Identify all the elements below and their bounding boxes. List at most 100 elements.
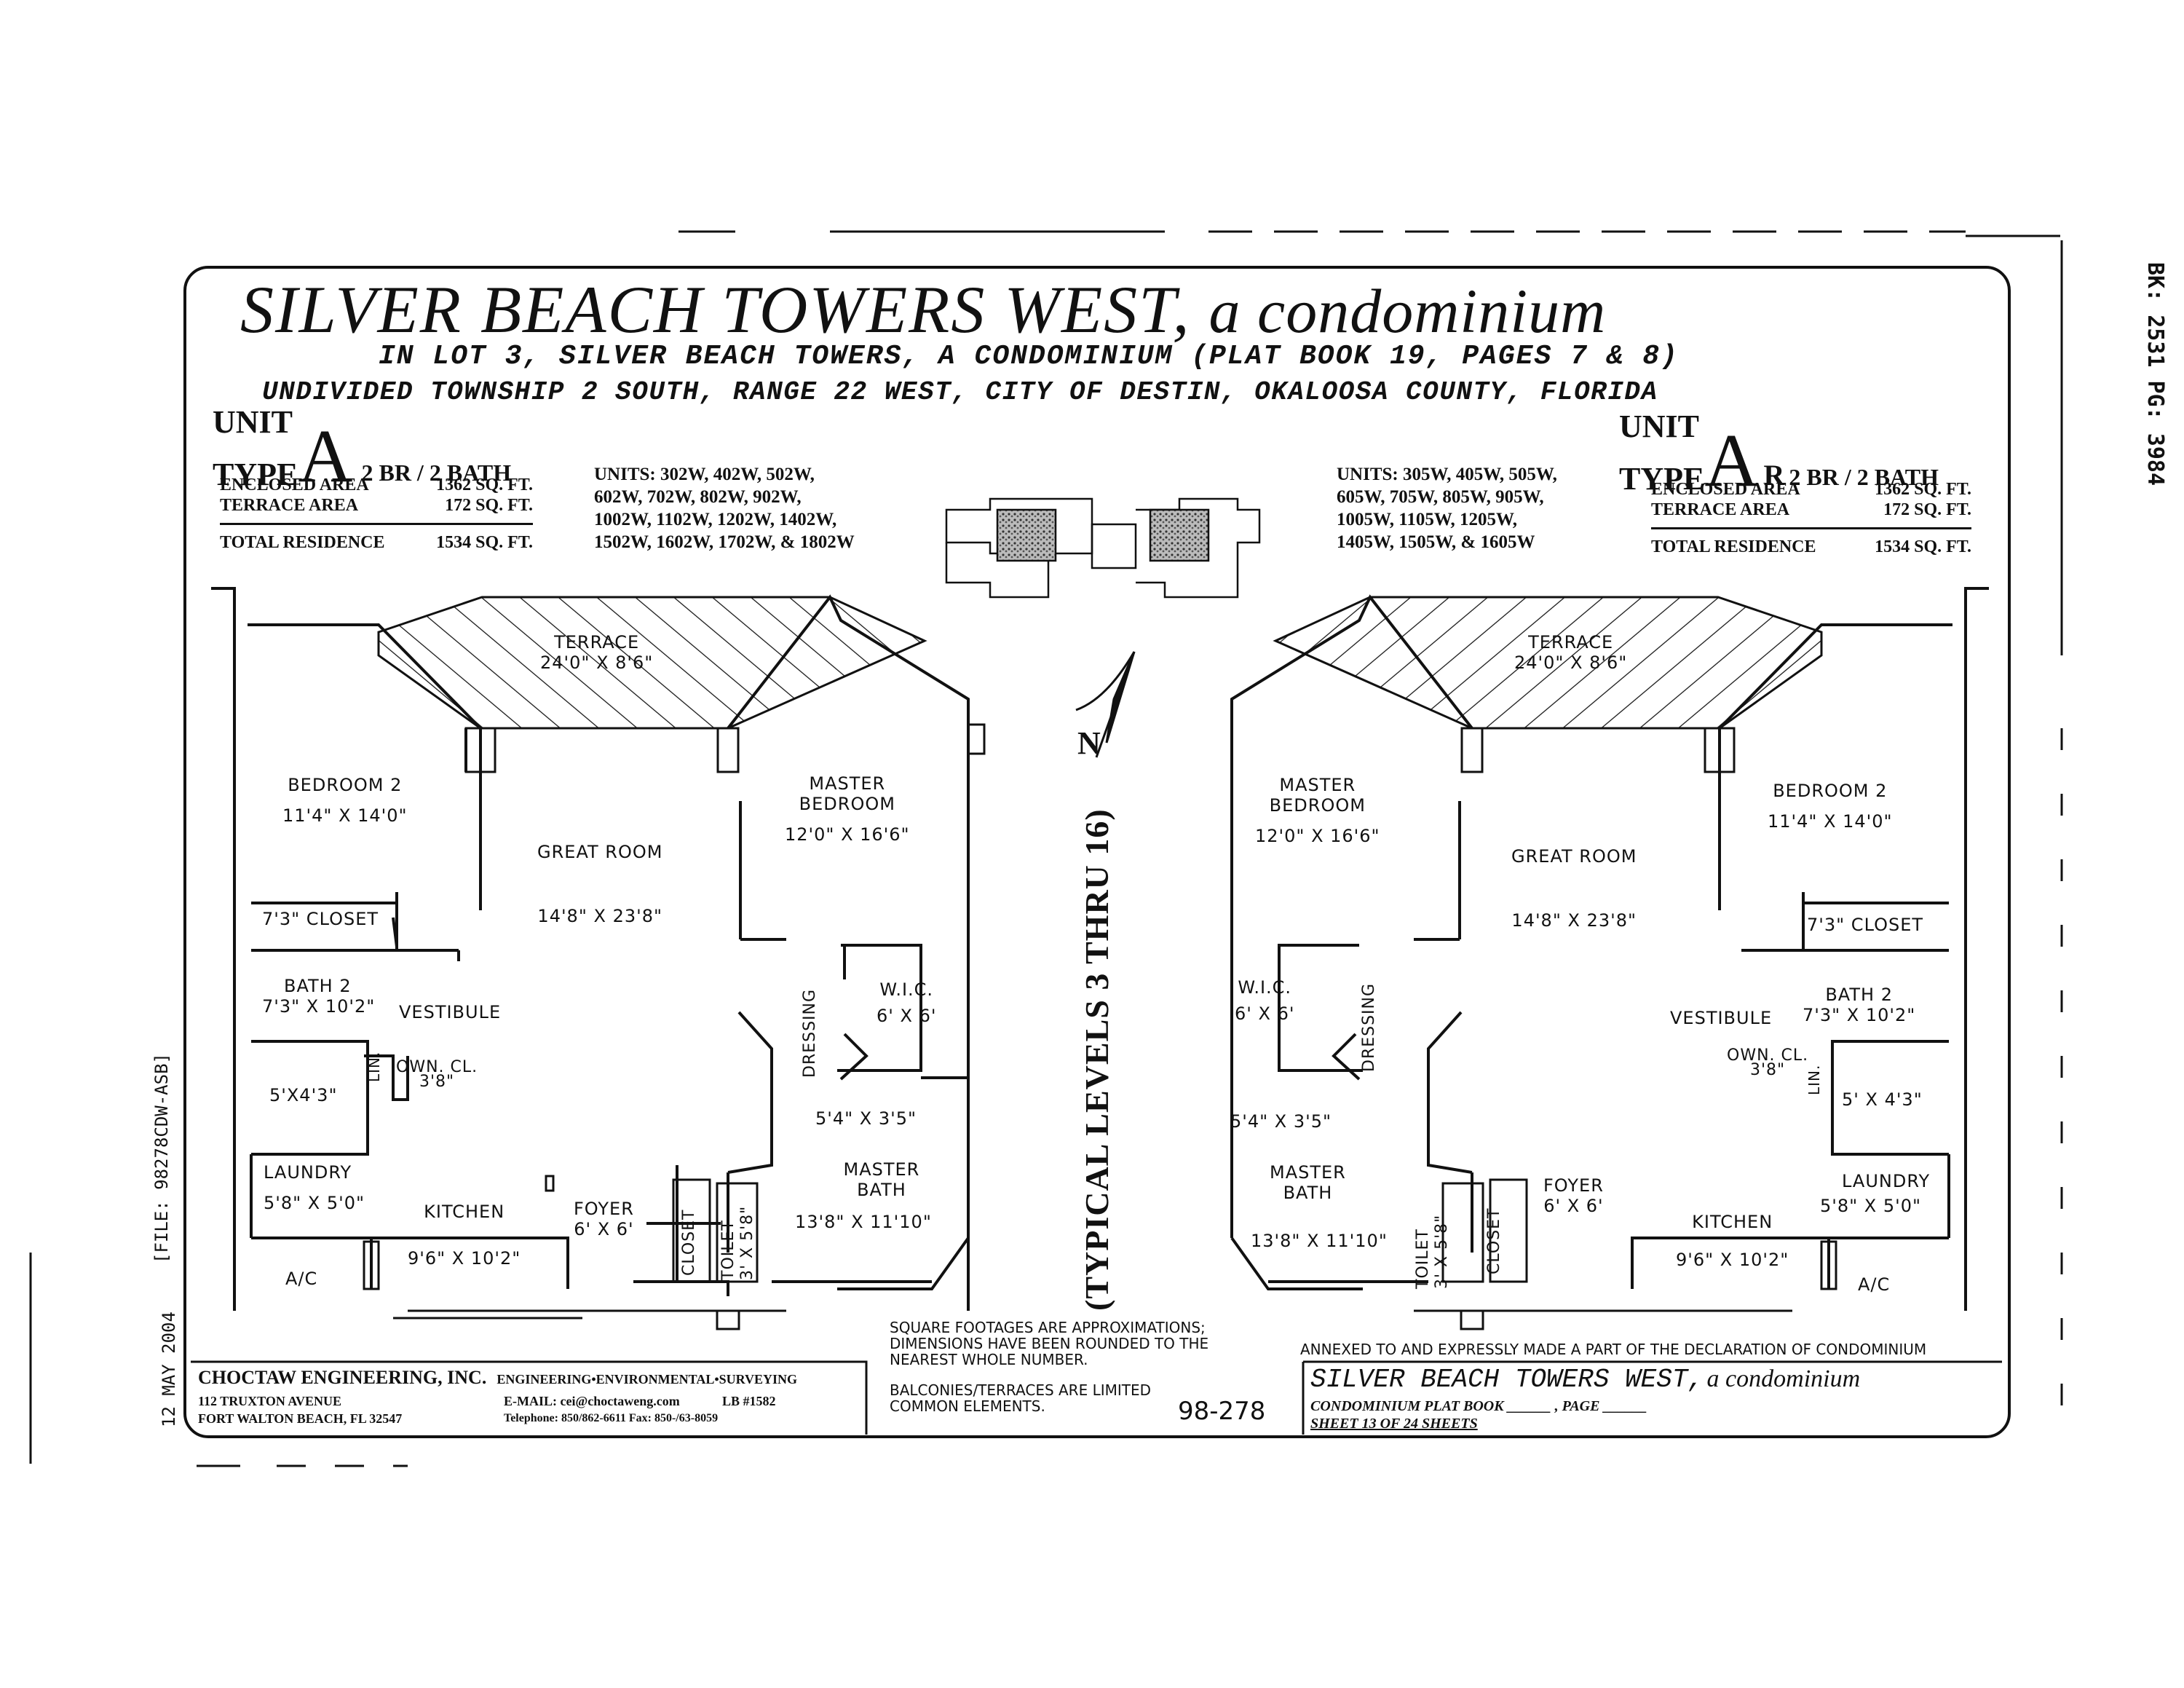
unit-a-terrace-label: TERRACE AREA xyxy=(220,496,359,515)
room-name: BEDROOM xyxy=(799,794,895,814)
key-plan-unit-ar xyxy=(1149,508,1210,562)
key-plan xyxy=(945,497,1261,599)
unit-ar-master-bath-label: MASTER BATH xyxy=(1270,1162,1346,1203)
unit-ar-terrace-hatch xyxy=(1273,596,1823,730)
room-dimension: 14'8" X 23'8" xyxy=(1511,910,1637,931)
drawing-frame xyxy=(183,266,2011,1438)
room-dimension: 3'8" xyxy=(1749,1061,1786,1079)
unit-a-units-line: 602W, 702W, 802W, 902W, xyxy=(594,487,802,507)
unit-a-linen-label: LIN. xyxy=(365,1051,383,1082)
unit-ar-units-line: UNITS: 305W, 405W, 505W, xyxy=(1337,465,1557,484)
room-dimension: 24'0" X 8'6" xyxy=(1514,652,1628,673)
unit-ar-foyer-label: FOYER 6' X 6' xyxy=(1543,1175,1604,1216)
unit-ar-terrace-label: TERRACE AREA xyxy=(1651,500,1790,519)
note-line: COMMON ELEMENTS. xyxy=(890,1397,1045,1415)
condominium-title: SILVER BEACH TOWERS WEST, a condominium xyxy=(240,271,1606,348)
unit-a-master-bath-label: MASTER BATH 13'8" X 11'10" xyxy=(795,1159,932,1232)
room-name: OWN. CL. xyxy=(396,1058,478,1076)
typical-levels-label: (TYPICAL LEVELS 3 THRU 16) xyxy=(1078,808,1115,1311)
unit-ar-ac-label: A/C xyxy=(1858,1274,1891,1295)
engineer-phone: Telephone: 850/862-6611 Fax: 850-/63-805… xyxy=(504,1412,719,1424)
unit-ar-letter: A xyxy=(1704,419,1760,502)
unit-ar-terrace-value: 172 SQ. FT. xyxy=(1883,500,1971,519)
drawing-number: 98-278 xyxy=(1178,1397,1266,1426)
unit-ar-vestibule-label: VESTIBULE xyxy=(1670,1008,1773,1028)
room-dimension: 11'4" X 14'0" xyxy=(1768,811,1893,832)
note-line: SQUARE FOOTAGES ARE APPROXIMATIONS; xyxy=(890,1319,1206,1336)
footer-dividers xyxy=(191,1360,2002,1435)
room-dimension: 3'8" xyxy=(419,1073,455,1091)
unit-a-dressing-dim: 5'4" X 3'5" xyxy=(815,1108,917,1129)
room-name: BATH xyxy=(857,1180,906,1200)
room-dimension: 6' X 6' xyxy=(1235,1003,1295,1024)
room-dimension: 7'3" X 10'2" xyxy=(262,996,376,1017)
unit-a-letter: A xyxy=(298,414,353,498)
unit-a-terrace-label: TERRACE 24'0" X 8'6" xyxy=(540,632,653,673)
room-dimension: 5'8" X 5'0" xyxy=(1820,1196,1922,1216)
engineer-services: ENGINEERING•ENVIRONMENTAL•SURVEYING xyxy=(496,1372,798,1387)
room-name: TERRACE xyxy=(554,632,640,652)
unit-a-units-line: 1002W, 1102W, 1202W, 1402W, xyxy=(594,510,837,529)
unit-a-ac-label: A/C xyxy=(285,1269,318,1289)
unit-a-beds: 2 BR / 2 BATH xyxy=(361,460,512,486)
north-arrow xyxy=(1075,651,1136,758)
room-dimension: 11'4" X 14'0" xyxy=(282,805,408,826)
subtitle-lot: IN LOT 3, SILVER BEACH TOWERS, A CONDOMI… xyxy=(379,341,1679,372)
room-dimension: 3' X 5'8" xyxy=(738,1205,756,1280)
unit-ar-total-label: TOTAL RESIDENCE xyxy=(1651,537,1816,556)
room-dimension: 7'3" X 10'2" xyxy=(1803,1005,1916,1025)
approximation-note: SQUARE FOOTAGES ARE APPROXIMATIONS; DIME… xyxy=(890,1320,1208,1368)
unit-ar-units-line: 1405W, 1505W, & 1605W xyxy=(1337,532,1535,552)
unit-ar-label-unit: UNIT xyxy=(1619,409,1700,444)
room-name: BEDROOM xyxy=(1269,795,1366,816)
unit-a-small-room-dim: 5'X4'3" xyxy=(269,1085,338,1105)
unit-ar-toilet-label: TOILET 3' X 5'8" xyxy=(1414,1215,1452,1289)
unit-ar-header: UNIT TYPE A R 2 BR / 2 BATH xyxy=(1619,409,1939,502)
unit-ar-unit-list: UNITS: 305W, 405W, 505W, 605W, 705W, 805… xyxy=(1337,463,1557,553)
engineer-email: E-MAIL: cei@choctaweng.com xyxy=(504,1394,680,1408)
room-name: GREAT ROOM xyxy=(537,842,663,862)
sheet-title-block: SILVER BEACH TOWERS WEST, a condominium xyxy=(1310,1365,1860,1395)
unit-ar-plan xyxy=(1230,587,1989,1330)
unit-ar-total-value: 1534 SQ. FT. xyxy=(1875,537,1971,556)
unit-a-owner-closet-label: OWN. CL. 3'8" xyxy=(396,1058,478,1091)
room-name: MASTER xyxy=(843,1159,920,1180)
unit-a-units-line: UNITS: 302W, 402W, 502W, xyxy=(594,465,815,484)
unit-a-bath-2-label: BATH 2 7'3" X 10'2" xyxy=(262,976,375,1017)
unit-a-terrace-hatch xyxy=(377,596,927,730)
unit-a-total-label: TOTAL RESIDENCE xyxy=(220,533,385,552)
unit-ar-suffix: R xyxy=(1763,459,1785,492)
plat-book-reference: CONDOMINIUM PLAT BOOK ______ , PAGE ____… xyxy=(1310,1398,1647,1414)
unit-a-label-type: TYPE xyxy=(213,457,298,492)
room-dimension: 6' X 6' xyxy=(1543,1196,1604,1216)
unit-a-great-room-label: GREAT ROOM 14'8" X 23'8" xyxy=(537,842,662,926)
room-name: KITCHEN xyxy=(424,1202,505,1222)
unit-ar-closet-2-label: CLOSET xyxy=(1485,1207,1503,1274)
room-dimension: 14'8" X 23'8" xyxy=(537,906,663,926)
room-dimension: 24'0" X 8'6" xyxy=(540,652,654,673)
unit-ar-terrace-label: TERRACE 24'0" X 8'6" xyxy=(1514,632,1627,673)
unit-ar-units-line: 1005W, 1105W, 1205W, xyxy=(1337,510,1517,529)
room-name: TOILET xyxy=(719,1220,737,1280)
unit-ar-master-bath-dim: 13'8" X 11'10" xyxy=(1251,1231,1388,1251)
room-name: TERRACE xyxy=(1528,632,1614,652)
title-tail: a condominium xyxy=(1208,276,1607,346)
key-plan-unit-a xyxy=(996,508,1057,562)
unit-ar-laundry-label: LAUNDRY 5'8" X 5'0" xyxy=(1820,1171,1930,1216)
room-name: BEDROOM 2 xyxy=(288,775,403,795)
unit-a-dressing-label: DRESSING xyxy=(801,988,819,1078)
note-line: DIMENSIONS HAVE BEEN ROUNDED TO THE xyxy=(890,1335,1209,1352)
subtitle-township: UNDIVIDED TOWNSHIP 2 SOUTH, RANGE 22 WES… xyxy=(262,377,1658,407)
room-name: BATH 2 xyxy=(284,976,352,996)
unit-ar-enclosed-value: 1362 SQ. FT. xyxy=(1875,480,1971,499)
engineer-address-2: FORT WALTON BEACH, FL 32547 xyxy=(198,1411,403,1426)
unit-ar-dressing-label: DRESSING xyxy=(1360,982,1378,1072)
unit-ar-bedroom-2-label: BEDROOM 2 11'4" X 14'0" xyxy=(1768,781,1893,832)
room-name: MASTER xyxy=(1279,775,1356,795)
engineer-company: CHOCTAW ENGINEERING, INC. xyxy=(198,1367,487,1388)
engineer-address-1: 112 TRUXTON AVENUE xyxy=(198,1394,342,1408)
room-name: OWN. CL. xyxy=(1727,1046,1809,1065)
room-name: W.I.C. xyxy=(879,979,934,1000)
